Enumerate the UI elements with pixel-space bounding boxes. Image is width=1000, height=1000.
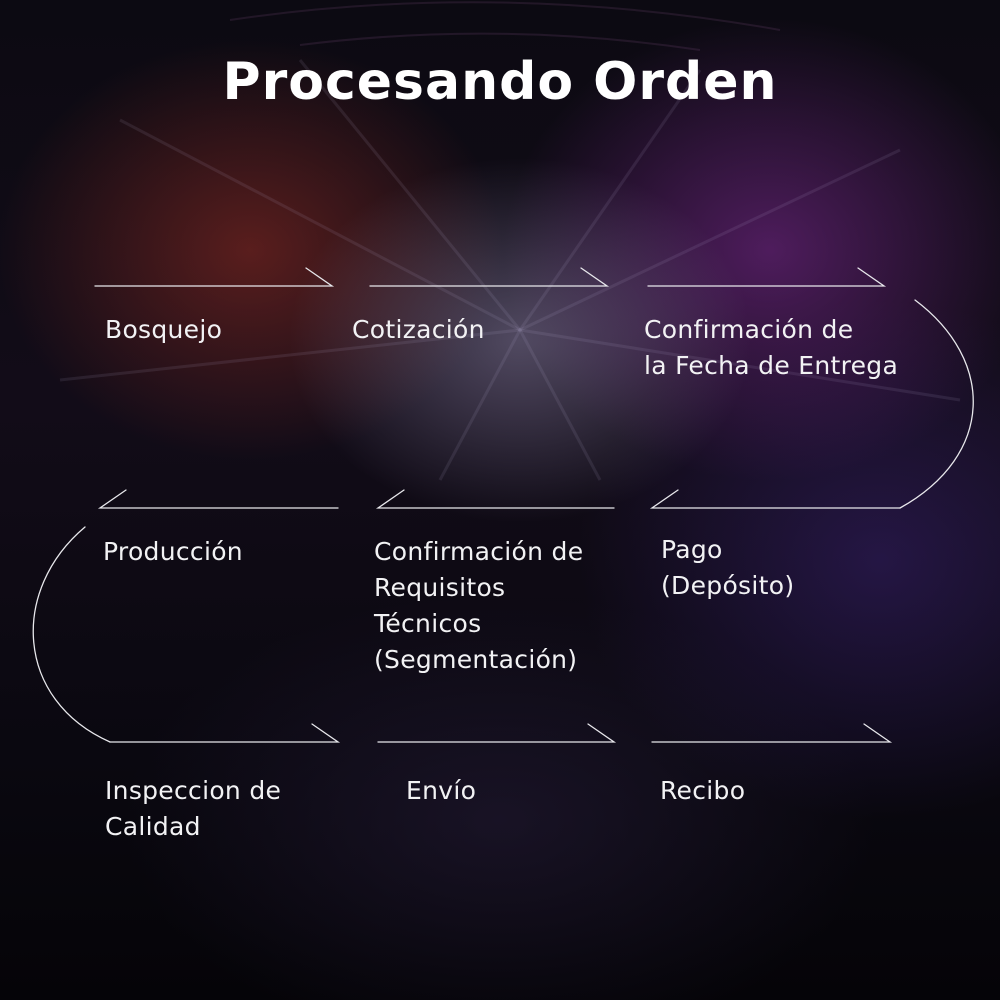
step-recibo: Recibo xyxy=(660,776,746,805)
step-confirmacion-fecha: Confirmación de la Fecha de Entrega xyxy=(644,315,899,380)
page-title: Procesando Orden xyxy=(222,52,778,112)
row2-arrow-2 xyxy=(375,489,615,509)
step-cotizacion: Cotización xyxy=(352,315,485,344)
step-produccion: Producción xyxy=(103,537,243,566)
row3-arrow-2 xyxy=(377,723,617,743)
row1-arrow-3 xyxy=(647,267,887,287)
step-pago: Pago (Depósito) xyxy=(661,535,795,600)
row3-arrow-3 xyxy=(651,723,893,743)
row1-arrow-1 xyxy=(94,267,335,287)
row3-arrow-1 xyxy=(109,723,341,743)
step-bosquejo: Bosquejo xyxy=(105,315,223,344)
left-loop-connector xyxy=(32,526,111,743)
step-envio: Envío xyxy=(406,776,477,805)
step-inspeccion: Inspeccion de Calidad xyxy=(105,776,282,841)
step-confirmacion-requisitos: Confirmación de Requisitos Técnicos (Seg… xyxy=(374,537,584,674)
row2-arrow-1 xyxy=(649,489,901,509)
right-loop-connector xyxy=(899,299,974,509)
row2-arrow-3 xyxy=(97,489,339,509)
row1-arrow-2 xyxy=(369,267,610,287)
